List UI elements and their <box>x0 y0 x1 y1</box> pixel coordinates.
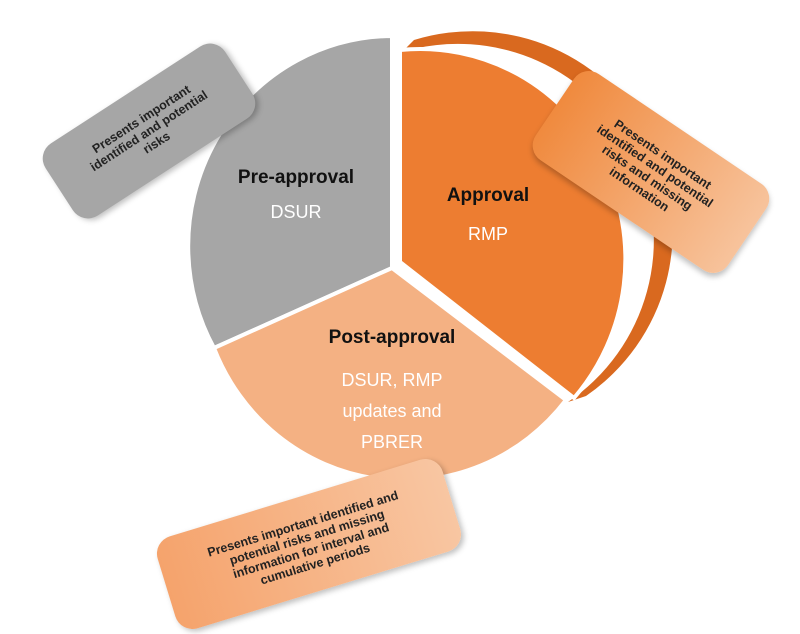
approval-subtitle: RMP <box>468 224 508 244</box>
pre-approval-subtitle: DSUR <box>270 202 321 222</box>
post-approval-subtitle-line-2: updates and <box>342 401 441 421</box>
approval-title: Approval <box>447 185 529 206</box>
pre-approval-title: Pre-approval <box>238 167 354 188</box>
post-approval-title: Post-approval <box>329 327 456 348</box>
post-approval-subtitle-line-3: PBRER <box>361 432 423 452</box>
post-approval-subtitle-line-1: DSUR, RMP <box>341 370 442 390</box>
